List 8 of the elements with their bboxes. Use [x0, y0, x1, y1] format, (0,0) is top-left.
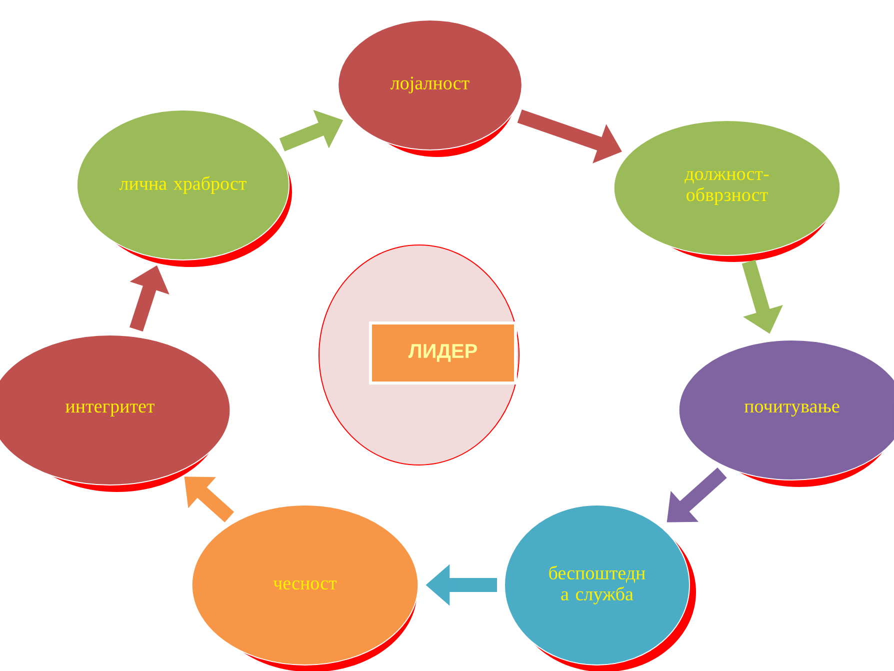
ellipse-node: лична храброст	[76, 110, 292, 267]
ellipse-node: почитување	[678, 340, 894, 487]
label-box: ЛИДЕР	[369, 322, 517, 384]
ellipse-node: беспоштедн а служба	[504, 504, 696, 671]
ellipse-node: должност-обврзност	[613, 120, 841, 262]
ellipse-node: чесност	[191, 504, 419, 671]
ellipse-node: лојалност	[338, 20, 522, 157]
ellipse-node: интегритет	[0, 334, 231, 492]
